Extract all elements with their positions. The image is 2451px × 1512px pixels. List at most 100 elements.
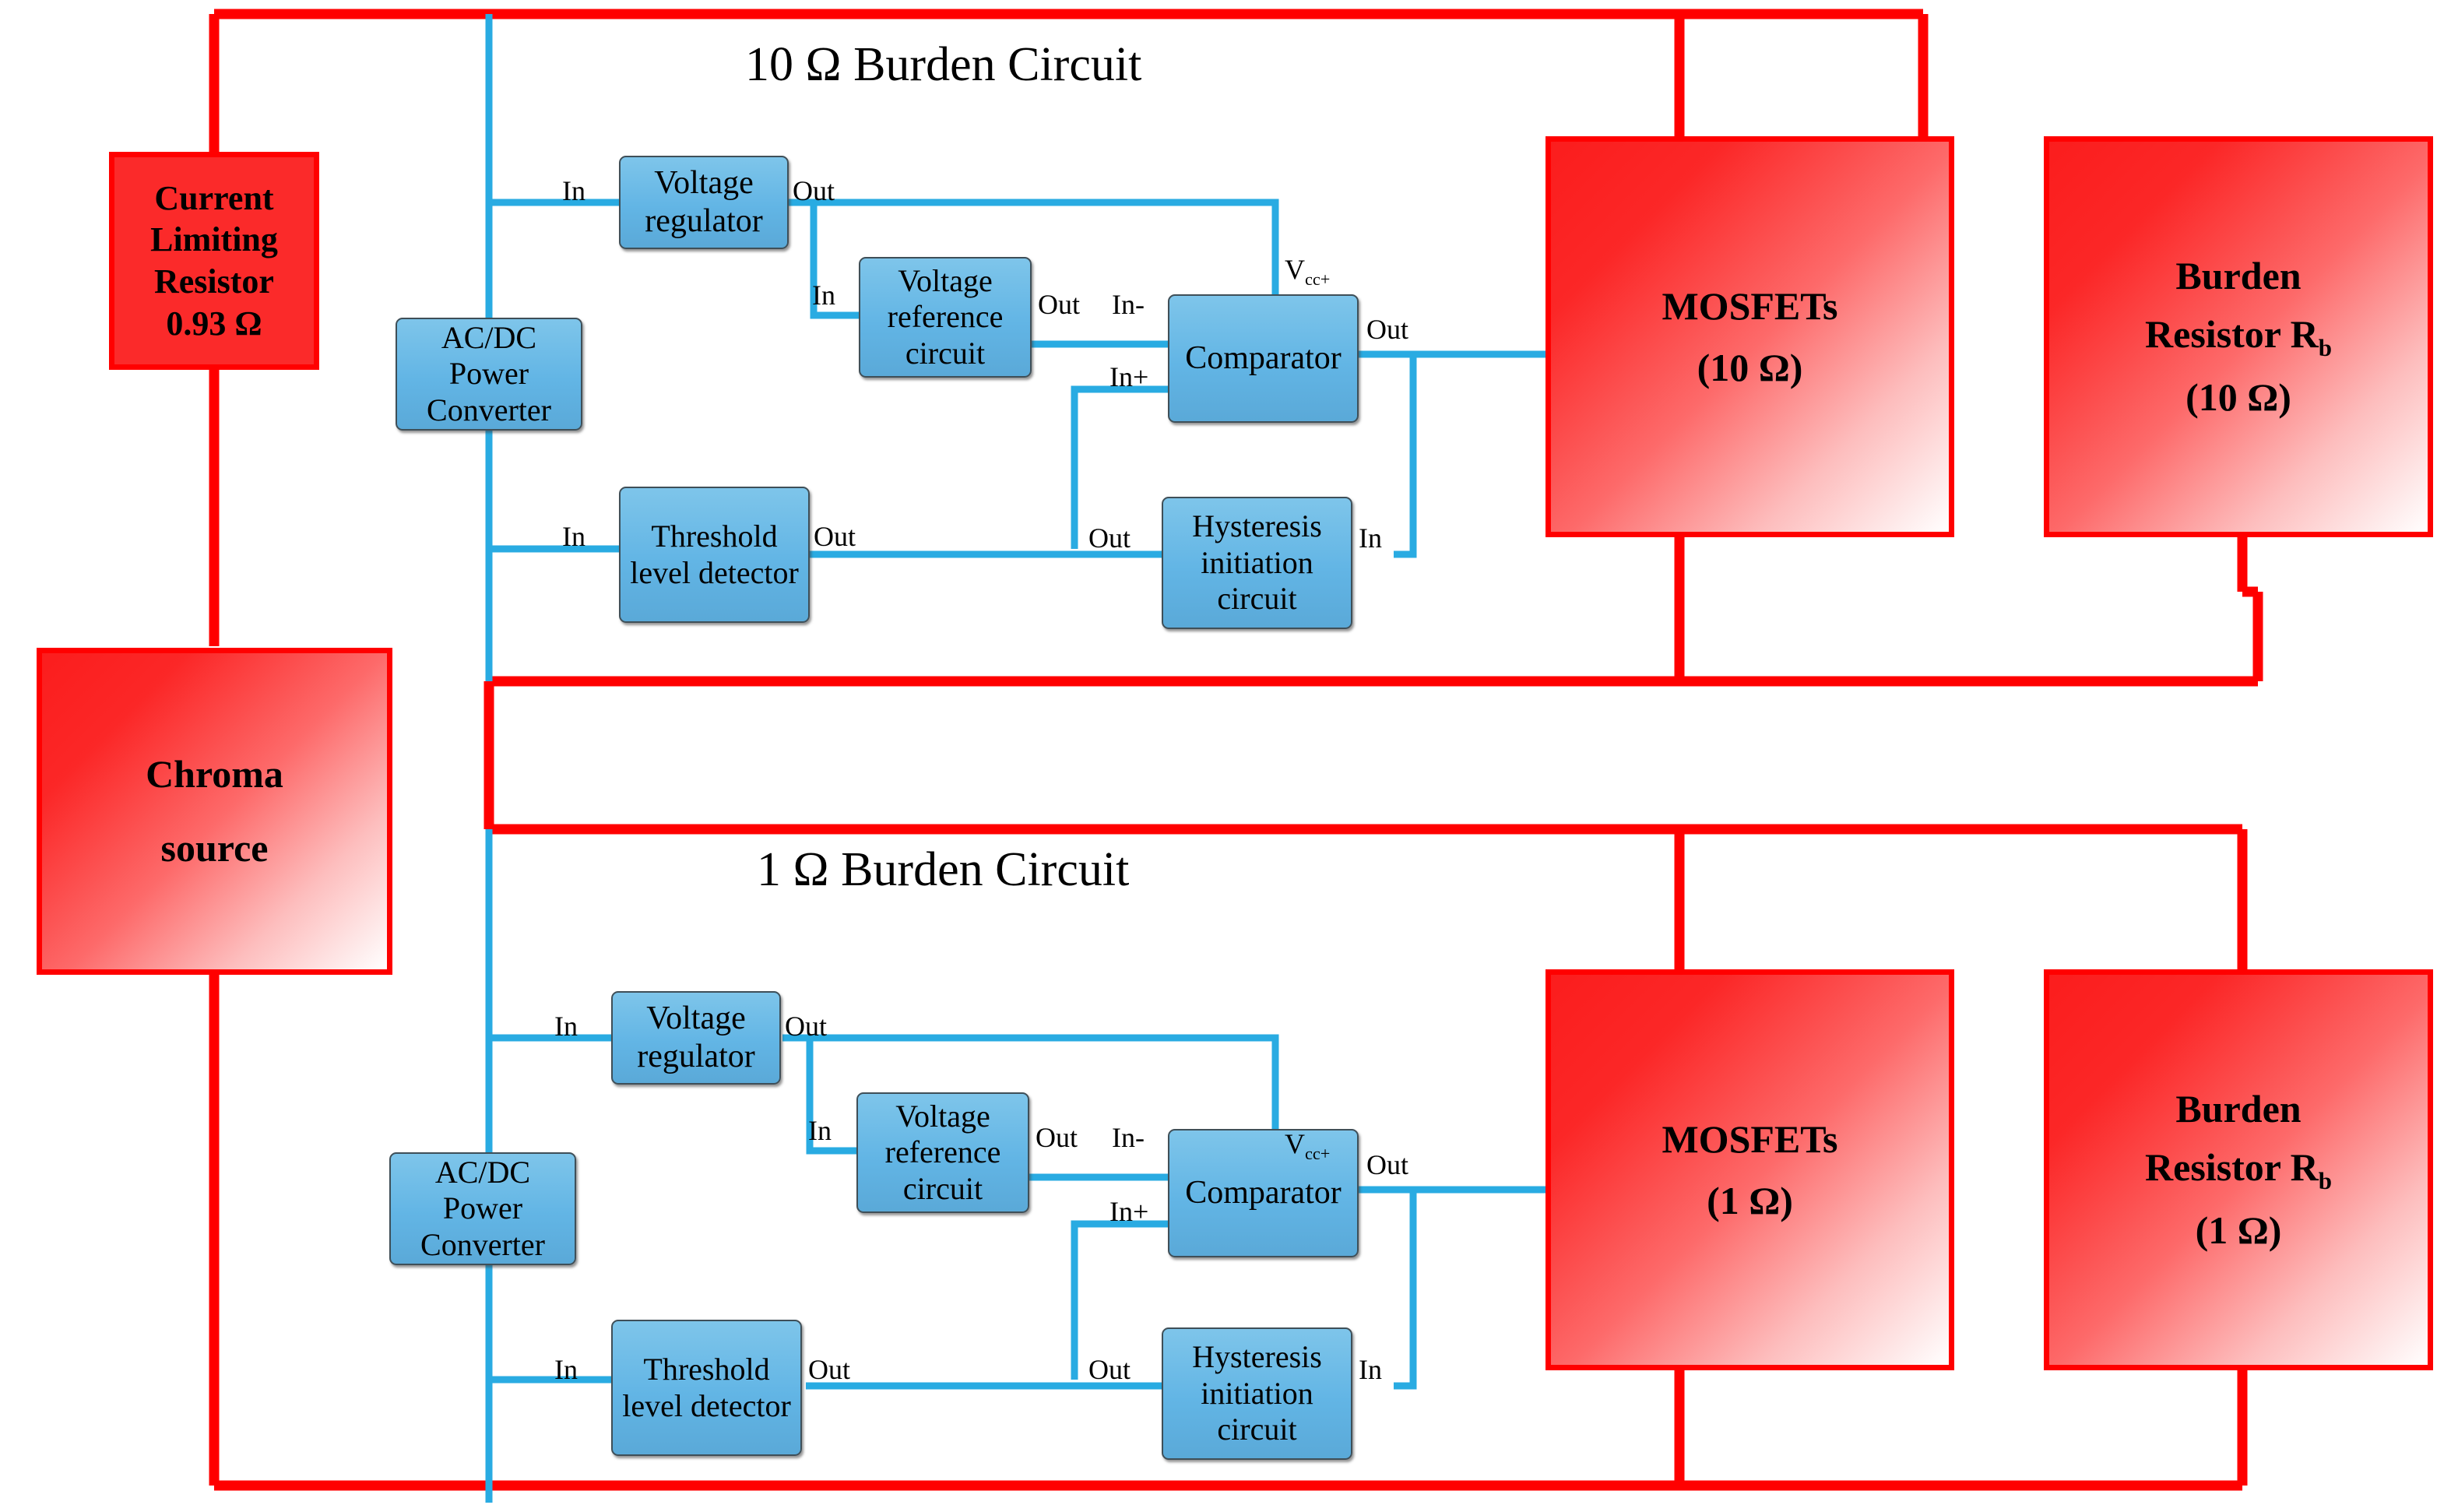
wire-vreg-out-to-vcc-top bbox=[789, 199, 1279, 294]
vreg-top-line-1: Voltage bbox=[654, 165, 754, 202]
port-comparator-in-plus-top: In+ bbox=[1109, 361, 1149, 392]
vref-top-line-1: Voltage bbox=[898, 262, 993, 298]
port-hysteresis-out-top: Out bbox=[1088, 522, 1131, 554]
clr-line-1: Current bbox=[154, 178, 274, 217]
port-comparator-in-minus-top: In- bbox=[1112, 289, 1145, 320]
port-vref-in-top: In bbox=[812, 280, 835, 311]
wire-hyst-out-to-comp-in-plus-top bbox=[1071, 385, 1168, 549]
threshold-bottom-line-1: Threshold bbox=[643, 1352, 770, 1387]
clr-line-3: Resistor bbox=[154, 262, 274, 301]
comparator-top-label: Comparator bbox=[1185, 340, 1342, 377]
comparator-bottom-label: Comparator bbox=[1185, 1175, 1342, 1211]
chroma-line-1: Chroma bbox=[146, 752, 283, 796]
hyst-top-line-2: initiation bbox=[1201, 544, 1313, 580]
clr-line-4: 0.93 Ω bbox=[166, 304, 262, 343]
port-comparator-in-minus-bottom: In- bbox=[1112, 1122, 1145, 1153]
vref-top-line-3: circuit bbox=[905, 335, 986, 371]
vcc-top-symbol: V bbox=[1285, 254, 1305, 285]
port-vreg-out-bottom: Out bbox=[785, 1011, 827, 1042]
vcc-top-subscript: cc+ bbox=[1305, 269, 1331, 290]
mosfets-1ohm-box[interactable]: MOSFETs (1 Ω) bbox=[1546, 969, 1954, 1370]
hyst-top-line-3: circuit bbox=[1217, 581, 1297, 617]
current-limiting-resistor-box[interactable]: Current Limiting Resistor 0.93 Ω bbox=[109, 152, 319, 370]
vref-top-line-2: reference bbox=[887, 299, 1004, 335]
acdc-bottom-line-2: Power bbox=[442, 1190, 523, 1226]
burden-1-line-2: Resistor Rb bbox=[2145, 1144, 2332, 1196]
acdc-bottom-line-1: AC/DC bbox=[434, 1154, 531, 1190]
port-vreg-in-bottom: In bbox=[554, 1011, 578, 1042]
port-vref-out-top: Out bbox=[1038, 289, 1080, 320]
hyst-top-line-1: Hysteresis bbox=[1192, 508, 1322, 544]
port-hysteresis-in-top: In bbox=[1359, 522, 1382, 554]
wire-comp-out-branch-hyst-top bbox=[1394, 354, 1417, 558]
acdc-top-line-2: Power bbox=[448, 356, 529, 392]
burden-1-line-1: Burden bbox=[2175, 1087, 2302, 1131]
voltage-reference-circuit-top[interactable]: Voltage reference circuit bbox=[859, 257, 1032, 378]
vref-bottom-line-1: Voltage bbox=[895, 1098, 990, 1134]
port-threshold-out-top: Out bbox=[814, 521, 856, 552]
voltage-regulator-top[interactable]: Voltage regulator bbox=[619, 156, 789, 249]
burden-10-line-1: Burden bbox=[2175, 254, 2302, 298]
port-vreg-out-top: Out bbox=[793, 175, 835, 206]
threshold-bottom-line-2: level detector bbox=[622, 1387, 791, 1423]
threshold-top-line-1: Threshold bbox=[651, 519, 778, 554]
comparator-bottom[interactable]: Comparator bbox=[1168, 1129, 1359, 1257]
voltage-regulator-bottom[interactable]: Voltage regulator bbox=[611, 991, 781, 1085]
threshold-top-line-2: level detector bbox=[630, 554, 799, 590]
vref-bottom-line-3: circuit bbox=[902, 1170, 983, 1206]
wire-vreg-out-to-vref-top bbox=[810, 202, 859, 319]
acdc-top-line-3: Converter bbox=[427, 392, 551, 427]
mosfets-1-value: (1 Ω) bbox=[1707, 1178, 1793, 1222]
port-comparator-in-plus-bottom: In+ bbox=[1109, 1196, 1149, 1227]
port-threshold-in-bottom: In bbox=[554, 1354, 578, 1385]
section-title-top: 10 Ω Burden Circuit bbox=[745, 38, 1142, 91]
hysteresis-initiation-circuit-top[interactable]: Hysteresis initiation circuit bbox=[1162, 497, 1352, 629]
port-threshold-in-top: In bbox=[562, 521, 585, 552]
hyst-bottom-line-2: initiation bbox=[1201, 1375, 1313, 1411]
port-vreg-in-top: In bbox=[562, 175, 585, 206]
mosfets-10-label: MOSFETs bbox=[1662, 283, 1838, 328]
comparator-top[interactable]: Comparator bbox=[1168, 294, 1359, 423]
port-comparator-out-bottom: Out bbox=[1366, 1149, 1408, 1180]
burden-1-text: Resistor R bbox=[2145, 1145, 2319, 1190]
burden-1-subscript: b bbox=[2318, 1167, 2332, 1195]
wire-hyst-out-to-comp-in-plus-bottom bbox=[1071, 1220, 1168, 1380]
burden-resistor-10ohm-box[interactable]: Burden Resistor Rb (10 Ω) bbox=[2044, 136, 2433, 537]
acdc-top-line-1: AC/DC bbox=[441, 319, 537, 355]
mosfets-10ohm-box[interactable]: MOSFETs (10 Ω) bbox=[1546, 136, 1954, 537]
threshold-level-detector-bottom[interactable]: Threshold level detector bbox=[611, 1320, 802, 1456]
burden-10-subscript: b bbox=[2318, 334, 2332, 362]
threshold-level-detector-top[interactable]: Threshold level detector bbox=[619, 487, 810, 623]
burden-10-line-2: Resistor Rb bbox=[2145, 311, 2332, 363]
acdc-power-converter-top[interactable]: AC/DC Power Converter bbox=[396, 318, 582, 431]
vreg-bottom-line-2: regulator bbox=[637, 1039, 755, 1074]
vreg-bottom-line-1: Voltage bbox=[646, 1000, 746, 1037]
wire-vreg-out-to-vref-bottom bbox=[806, 1038, 856, 1155]
port-comparator-vcc-top: Vcc+ bbox=[1285, 253, 1330, 290]
wire-vreg-out-to-vcc-bottom bbox=[782, 1034, 1279, 1168]
burden-1-value: (1 Ω) bbox=[2195, 1208, 2282, 1252]
port-comparator-out-top: Out bbox=[1366, 314, 1408, 345]
port-hysteresis-in-bottom: In bbox=[1359, 1354, 1382, 1385]
wire-comp-out-branch-hyst-bottom bbox=[1394, 1190, 1417, 1390]
hyst-bottom-line-1: Hysteresis bbox=[1192, 1339, 1322, 1375]
port-comparator-vcc-bottom: Vcc+ bbox=[1285, 1127, 1330, 1164]
acdc-power-converter-bottom[interactable]: AC/DC Power Converter bbox=[389, 1152, 576, 1265]
port-threshold-out-bottom: Out bbox=[808, 1354, 850, 1385]
hysteresis-initiation-circuit-bottom[interactable]: Hysteresis initiation circuit bbox=[1162, 1327, 1352, 1460]
chroma-line-2: source bbox=[160, 826, 269, 870]
acdc-bottom-line-3: Converter bbox=[420, 1226, 545, 1262]
chroma-source-box[interactable]: Chroma source bbox=[37, 648, 392, 975]
port-hysteresis-out-bottom: Out bbox=[1088, 1354, 1131, 1385]
port-vref-out-bottom: Out bbox=[1036, 1122, 1078, 1153]
vref-bottom-line-2: reference bbox=[884, 1134, 1001, 1170]
power-bus-group bbox=[209, 9, 2263, 1491]
mosfets-1-label: MOSFETs bbox=[1662, 1116, 1838, 1161]
burden-resistor-1ohm-box[interactable]: Burden Resistor Rb (1 Ω) bbox=[2044, 969, 2433, 1370]
vcc-bottom-symbol: V bbox=[1285, 1128, 1305, 1159]
burden-10-value: (10 Ω) bbox=[2186, 374, 2291, 419]
voltage-reference-circuit-bottom[interactable]: Voltage reference circuit bbox=[856, 1092, 1029, 1213]
mosfets-10-value: (10 Ω) bbox=[1697, 345, 1803, 389]
hyst-bottom-line-3: circuit bbox=[1217, 1412, 1297, 1447]
